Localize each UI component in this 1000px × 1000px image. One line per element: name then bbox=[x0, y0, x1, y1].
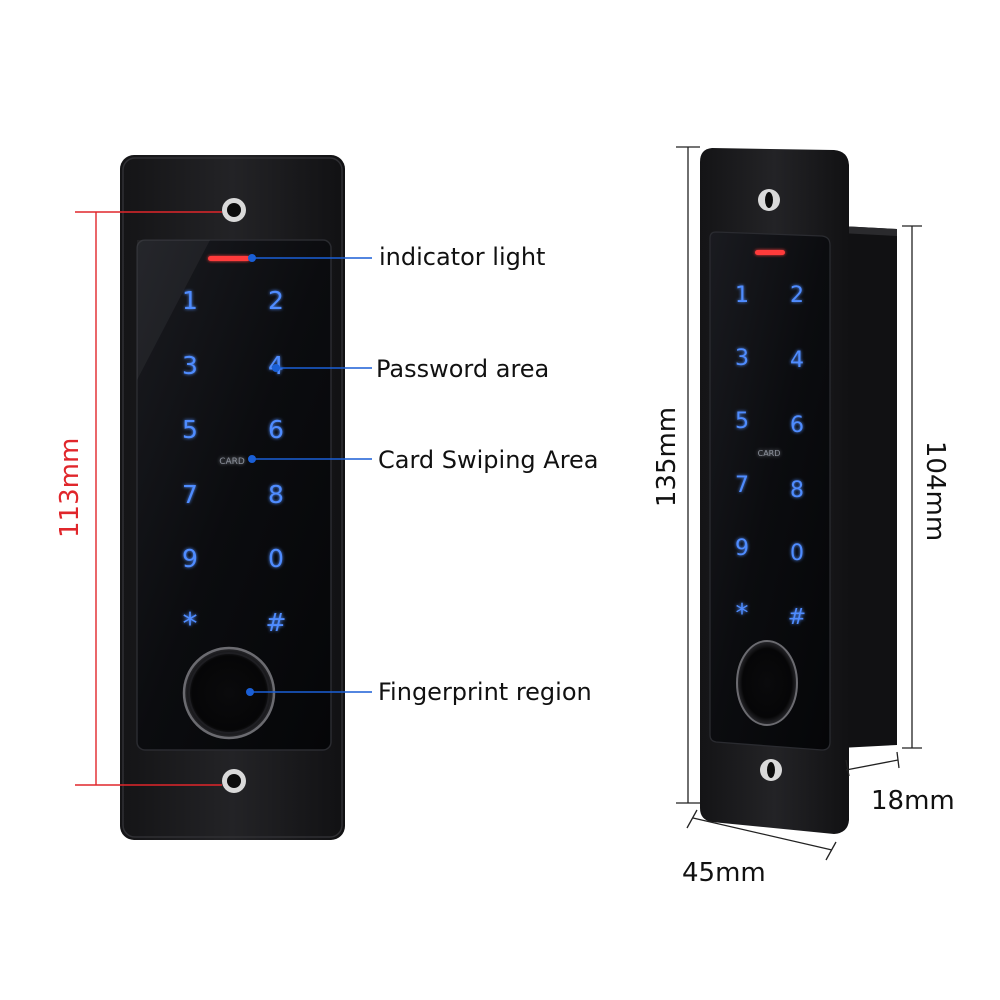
front-key: 3 bbox=[182, 351, 198, 380]
side-key: 8 bbox=[790, 478, 804, 503]
side-key: * bbox=[736, 599, 749, 629]
front-keypad: 1 2 3 4 5 6 7 8 9 0 * # CARD bbox=[182, 286, 286, 642]
front-key: 1 bbox=[182, 286, 198, 315]
front-key: 8 bbox=[268, 480, 284, 509]
front-key: # bbox=[266, 608, 287, 637]
side-keypad: 1 2 3 4 5 6 7 8 9 0 * # CARD bbox=[735, 283, 806, 630]
side-key: 3 bbox=[735, 346, 749, 371]
callout-fingerprint-region: Fingerprint region bbox=[378, 678, 592, 706]
side-key: 6 bbox=[790, 413, 804, 438]
callout-lines bbox=[246, 254, 372, 696]
front-key: 7 bbox=[182, 480, 198, 509]
rear-housing bbox=[840, 226, 897, 748]
side-key: 1 bbox=[735, 283, 749, 308]
side-device bbox=[700, 148, 897, 834]
front-fingerprint-sensor bbox=[182, 646, 276, 740]
side-key: 2 bbox=[790, 283, 804, 308]
front-key: 2 bbox=[268, 286, 284, 315]
callout-password-area: Password area bbox=[376, 355, 550, 383]
side-glass-panel bbox=[709, 231, 831, 751]
side-key: 9 bbox=[735, 536, 749, 561]
front-height-dimension bbox=[75, 211, 222, 786]
side-key: 0 bbox=[790, 541, 804, 566]
dimension-depth: 18mm bbox=[871, 786, 955, 816]
front-device bbox=[120, 155, 345, 840]
side-key: 4 bbox=[790, 348, 804, 373]
front-key: 6 bbox=[268, 415, 284, 444]
side-key: 7 bbox=[735, 473, 749, 498]
side-card-label: CARD bbox=[758, 449, 781, 458]
front-key: 5 bbox=[182, 415, 198, 444]
side-fingerprint-sensor bbox=[736, 640, 798, 726]
front-key: 0 bbox=[268, 544, 284, 573]
front-key: 9 bbox=[182, 544, 198, 573]
callout-indicator-light: indicator light bbox=[379, 243, 546, 271]
side-key: # bbox=[788, 605, 806, 630]
front-card-label: CARD bbox=[219, 457, 245, 467]
side-key: 5 bbox=[735, 409, 749, 434]
side-dimension-lines bbox=[676, 146, 922, 861]
side-indicator-light bbox=[755, 250, 785, 255]
dimension-front-height: 113mm bbox=[55, 437, 85, 538]
front-key: * bbox=[183, 607, 198, 642]
dimension-side-height: 135mm bbox=[652, 406, 682, 508]
front-indicator-light bbox=[208, 256, 250, 261]
dimension-width: 45mm bbox=[682, 858, 766, 888]
dimension-body-height: 104mm bbox=[920, 440, 950, 542]
callout-card-area: Card Swiping Area bbox=[378, 446, 599, 474]
